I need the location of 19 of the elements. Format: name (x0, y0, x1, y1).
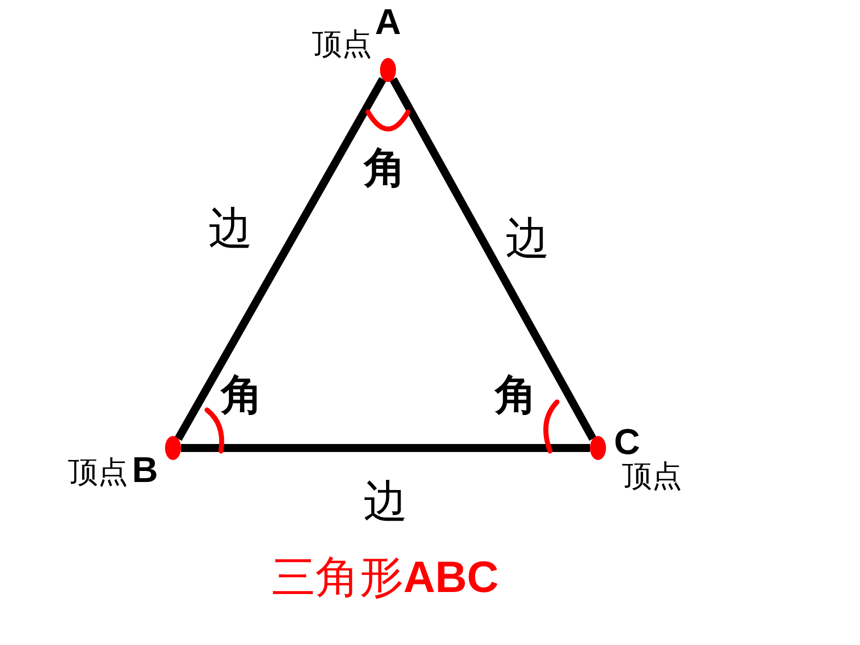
vertex-letter: B (132, 452, 158, 488)
triangle-side (181, 444, 590, 452)
vertex-letter: A (375, 4, 401, 40)
caption: 三角形ABC (271, 556, 499, 600)
vertex-label: 顶点 (622, 462, 682, 492)
side-label: 边 (505, 216, 550, 261)
vertex-label: 顶点 (68, 458, 128, 488)
angle-label: 角 (495, 374, 537, 416)
vertex-dot (380, 58, 396, 82)
triangle-side (174, 77, 386, 441)
vertex-dot (165, 436, 181, 460)
side-label: 边 (208, 207, 253, 252)
vertex-dot (590, 436, 606, 460)
angle-label: 角 (221, 374, 263, 416)
side-label: 边 (363, 480, 408, 524)
angle-label: 角 (364, 147, 406, 189)
vertex-letter: C (614, 424, 640, 460)
triangle-side (390, 77, 596, 441)
vertex-label: 顶点 (312, 30, 372, 60)
